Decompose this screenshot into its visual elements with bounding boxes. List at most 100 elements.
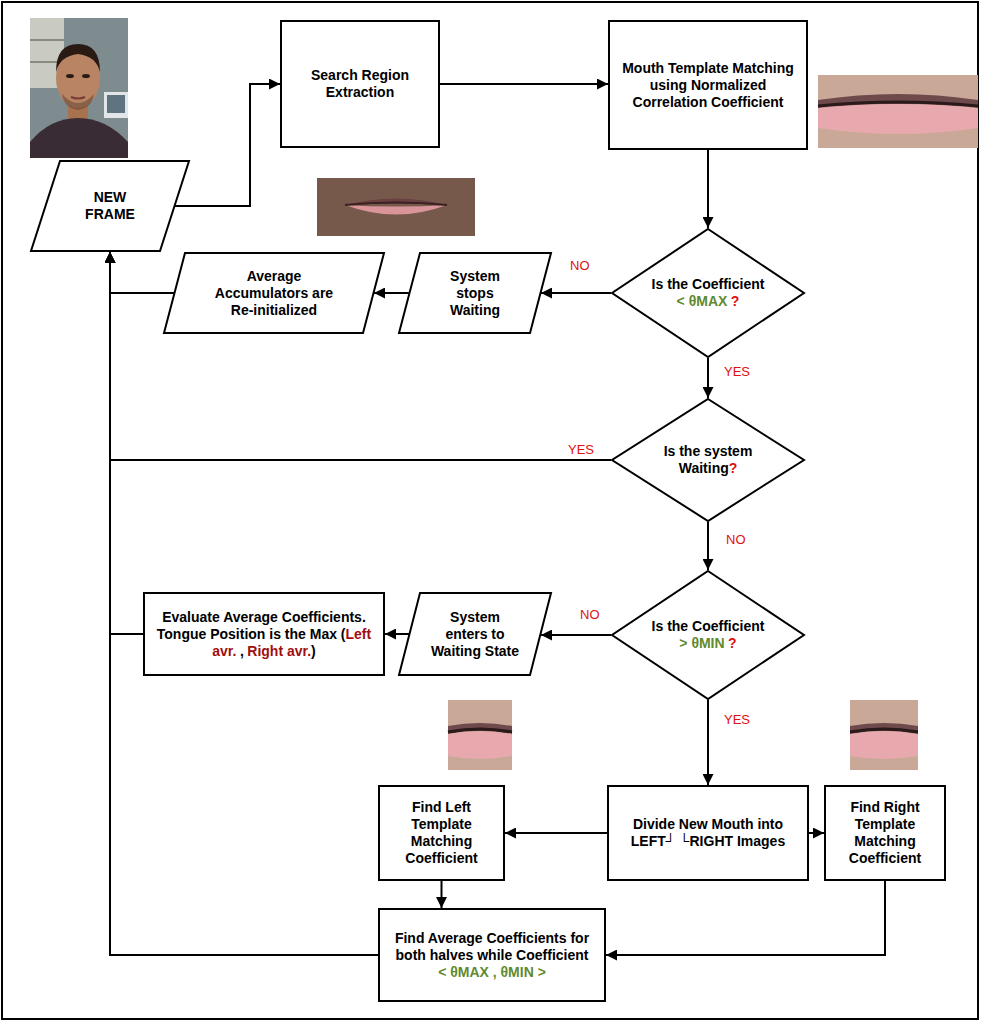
label-text: > θMIN (679, 635, 724, 651)
decision-diamond: Is the Coefficient< θMAX? (611, 228, 805, 358)
text-line: Find Left Template Matching Coefficient (387, 799, 497, 867)
label-text: ? (731, 293, 740, 309)
text-line: Is the system Waiting? (644, 443, 772, 477)
flow-arrow (809, 832, 824, 834)
label-text: , (240, 643, 244, 659)
left-half-image (448, 700, 512, 770)
label-text: Search Region Extraction (311, 67, 409, 100)
shape-outline (399, 253, 551, 333)
process-box: Find Left Template Matching Coefficient (378, 785, 505, 881)
process-box: Find Right Template Matching Coefficient (824, 785, 946, 881)
label-text: < θMAX (677, 293, 728, 309)
text-line: > θMIN? (644, 635, 772, 652)
flow-arrow (707, 358, 709, 398)
flow-arrow (707, 522, 709, 570)
flow-arrow (541, 634, 611, 636)
node-text: Evaluate Average Coefficients.Tongue Pos… (152, 609, 376, 660)
label-text: System stops Waiting (450, 268, 500, 318)
label-text: Mouth Template Matching using Normalized… (622, 60, 794, 110)
io-parallelogram: Average Accumulators are Re-initialized (163, 252, 385, 334)
edge-label: YES (566, 442, 596, 457)
text-line: System stops Waiting (430, 268, 520, 319)
edge-label: NO (724, 532, 748, 547)
flow-arrow (606, 881, 885, 955)
text-line: NEW FRAME (70, 189, 150, 223)
node-text: Is the Coefficient< θMAX? (644, 276, 772, 310)
edge-label: YES (722, 364, 752, 379)
text-line: Search Region Extraction (290, 67, 430, 101)
process-box: Mouth Template Matching using Normalized… (608, 20, 808, 150)
flow-arrow (374, 292, 409, 294)
shape-outline (612, 571, 804, 699)
edge-label: YES (722, 712, 752, 727)
text-line: Average Accumulators are Re-initialized (204, 268, 344, 319)
label-text: Find Average Coefficients for both halve… (395, 930, 589, 963)
label-text: Find Right Template Matching Coefficient (849, 799, 921, 866)
shape-outline (164, 253, 384, 333)
shape-outline (31, 161, 189, 251)
label-text: Is the system Waiting (664, 443, 753, 476)
label-text: ) (311, 643, 316, 659)
flow-arrow (707, 700, 709, 785)
label-text: Tongue Position is the Max ( (157, 626, 346, 642)
flow-arrow (110, 252, 143, 634)
node-text: Is the system Waiting? (644, 443, 772, 477)
flow-arrow (110, 252, 174, 293)
text-line: Find Average Coefficients for both halve… (386, 930, 598, 964)
text-line: Is the Coefficient (644, 618, 772, 635)
decision-diamond: Is the Coefficient> θMIN? (611, 570, 805, 700)
flow-arrow (707, 150, 709, 228)
label-text: Evaluate Average Coefficients. (162, 609, 366, 625)
edge-label: NO (578, 607, 602, 622)
node-text: Find Right Template Matching Coefficient (832, 799, 938, 867)
mouth-template-image (818, 75, 978, 148)
text-line: < θMAX , θMIN > (386, 964, 598, 981)
node-text: Search Region Extraction (290, 67, 430, 101)
shape-outline (612, 399, 804, 521)
flow-arrow (505, 832, 607, 834)
io-parallelogram: System stops Waiting (398, 252, 552, 334)
label-text: Is the Coefficient (652, 276, 765, 292)
label-text: Divide New Mouth into LEFT┘ └RIGHT Image… (631, 816, 785, 849)
process-box: Find Average Coefficients for both halve… (378, 908, 606, 1002)
label-text: ? (729, 460, 738, 476)
edge-label: NO (568, 258, 592, 273)
label-text: System enters to Waiting State (431, 609, 519, 659)
label-text: ? (728, 635, 737, 651)
label-text: Right avr. (247, 643, 311, 659)
process-box: Evaluate Average Coefficients.Tongue Pos… (143, 592, 385, 676)
flow-arrow (385, 633, 409, 635)
label-text: Average Accumulators are Re-initialized (215, 268, 333, 318)
node-text: Find Average Coefficients for both halve… (386, 930, 598, 981)
shape-outline (612, 229, 804, 357)
io-parallelogram: System enters to Waiting State (398, 592, 552, 676)
node-text: Find Left Template Matching Coefficient (387, 799, 497, 867)
text-line: Evaluate Average Coefficients. (152, 609, 376, 626)
flow-arrow (175, 84, 280, 206)
process-box: Divide New Mouth into LEFT┘ └RIGHT Image… (607, 785, 809, 881)
flow-arrow (441, 881, 443, 908)
decision-diamond: Is the system Waiting? (611, 398, 805, 522)
text-line: System enters to Waiting State (429, 609, 521, 660)
node-text: Divide New Mouth into LEFT┘ └RIGHT Image… (620, 816, 796, 850)
label-text: Find Left Template Matching Coefficient (405, 799, 477, 866)
text-line: Tongue Position is the Max (Left avr.,Ri… (152, 626, 376, 660)
input-parallelogram: NEW FRAME (30, 160, 190, 252)
shape-outline (399, 593, 551, 675)
text-line: Divide New Mouth into LEFT┘ └RIGHT Image… (620, 816, 796, 850)
right-half-image (850, 700, 918, 770)
label-text: Is the Coefficient (652, 618, 765, 634)
node-text: NEW FRAME (70, 189, 150, 223)
camera-frame-photo (30, 18, 128, 158)
flow-arrow (110, 252, 611, 460)
label-text: NEW FRAME (85, 189, 135, 222)
process-box: Search Region Extraction (280, 20, 440, 148)
node-text: System enters to Waiting State (429, 609, 521, 660)
text-line: Mouth Template Matching using Normalized… (618, 60, 798, 111)
node-text: Average Accumulators are Re-initialized (204, 268, 344, 319)
search-region-image (317, 178, 475, 236)
flow-arrow (440, 83, 608, 85)
text-line: Find Right Template Matching Coefficient (832, 799, 938, 867)
